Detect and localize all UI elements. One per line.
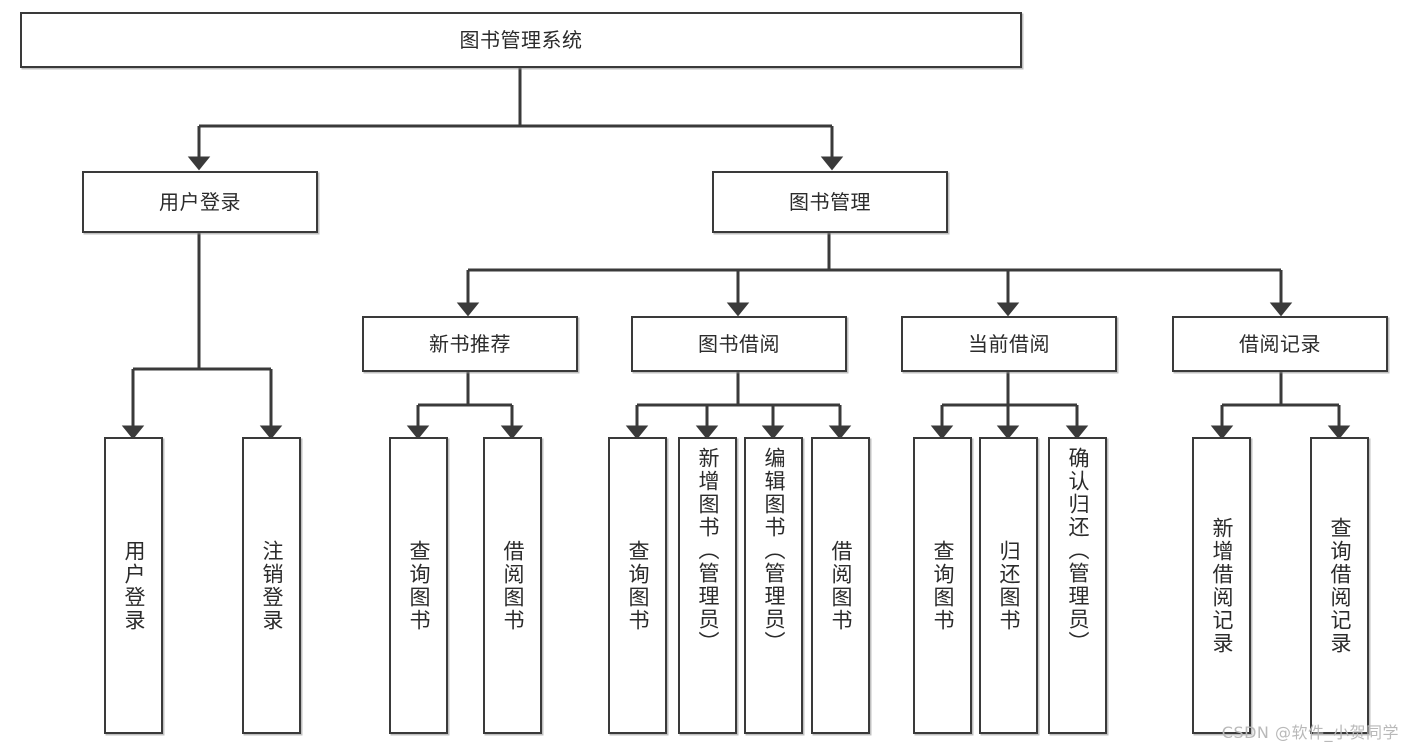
watermark-text: CSDN @软件_小贺同学 bbox=[1221, 723, 1399, 742]
node-current-borrow-label: 当前借阅 bbox=[968, 331, 1050, 356]
leaf-add-borrow-record-label: 新增借阅记录 bbox=[1210, 516, 1234, 655]
leaf-query-borrow-record-label: 查询借阅记录 bbox=[1328, 516, 1352, 655]
leaf-borrow-book-new-label: 借阅图书 bbox=[501, 539, 525, 632]
leaf-confirm-return-label: 确认归还（管理员） bbox=[1066, 447, 1090, 654]
leaf-edit-book-label: 编辑图书（管理员） bbox=[762, 447, 786, 654]
leaf-borrow-book-new[interactable]: 借阅图书 bbox=[483, 437, 542, 734]
node-user-login-label: 用户登录 bbox=[159, 189, 241, 214]
leaf-user-login[interactable]: 用户登录 bbox=[104, 437, 163, 734]
leaf-return-book[interactable]: 归还图书 bbox=[979, 437, 1038, 734]
node-borrow-record[interactable]: 借阅记录 bbox=[1172, 316, 1388, 372]
leaf-add-borrow-record[interactable]: 新增借阅记录 bbox=[1192, 437, 1251, 734]
node-root-label: 图书管理系统 bbox=[459, 27, 583, 52]
node-book-management-label: 图书管理 bbox=[789, 189, 871, 214]
node-current-borrow[interactable]: 当前借阅 bbox=[901, 316, 1117, 372]
node-user-login[interactable]: 用户登录 bbox=[82, 171, 318, 233]
node-borrow-record-label: 借阅记录 bbox=[1239, 331, 1321, 356]
node-new-book-recommend[interactable]: 新书推荐 bbox=[362, 316, 578, 372]
node-book-management[interactable]: 图书管理 bbox=[712, 171, 948, 233]
leaf-query-book-current[interactable]: 查询图书 bbox=[913, 437, 972, 734]
node-book-borrow-label: 图书借阅 bbox=[698, 331, 780, 356]
leaf-logout[interactable]: 注销登录 bbox=[242, 437, 301, 734]
node-root[interactable]: 图书管理系统 bbox=[20, 12, 1022, 68]
leaf-logout-label: 注销登录 bbox=[260, 539, 284, 632]
leaf-query-book-new-label: 查询图书 bbox=[407, 539, 431, 632]
node-new-book-recommend-label: 新书推荐 bbox=[429, 331, 511, 356]
leaf-add-book[interactable]: 新增图书（管理员） bbox=[678, 437, 737, 734]
leaf-add-book-label: 新增图书（管理员） bbox=[696, 447, 720, 654]
leaf-query-borrow-record[interactable]: 查询借阅记录 bbox=[1310, 437, 1369, 734]
node-book-borrow[interactable]: 图书借阅 bbox=[631, 316, 847, 372]
leaf-edit-book[interactable]: 编辑图书（管理员） bbox=[744, 437, 803, 734]
leaf-confirm-return[interactable]: 确认归还（管理员） bbox=[1048, 437, 1107, 734]
leaf-query-book-new[interactable]: 查询图书 bbox=[389, 437, 448, 734]
leaf-query-book-borrow-label: 查询图书 bbox=[626, 539, 650, 632]
leaf-query-book-current-label: 查询图书 bbox=[931, 539, 955, 632]
leaf-user-login-label: 用户登录 bbox=[122, 539, 146, 632]
leaf-borrow-book[interactable]: 借阅图书 bbox=[811, 437, 870, 734]
leaf-return-book-label: 归还图书 bbox=[997, 539, 1021, 632]
leaf-borrow-book-label: 借阅图书 bbox=[829, 539, 853, 632]
leaf-query-book-borrow[interactable]: 查询图书 bbox=[608, 437, 667, 734]
